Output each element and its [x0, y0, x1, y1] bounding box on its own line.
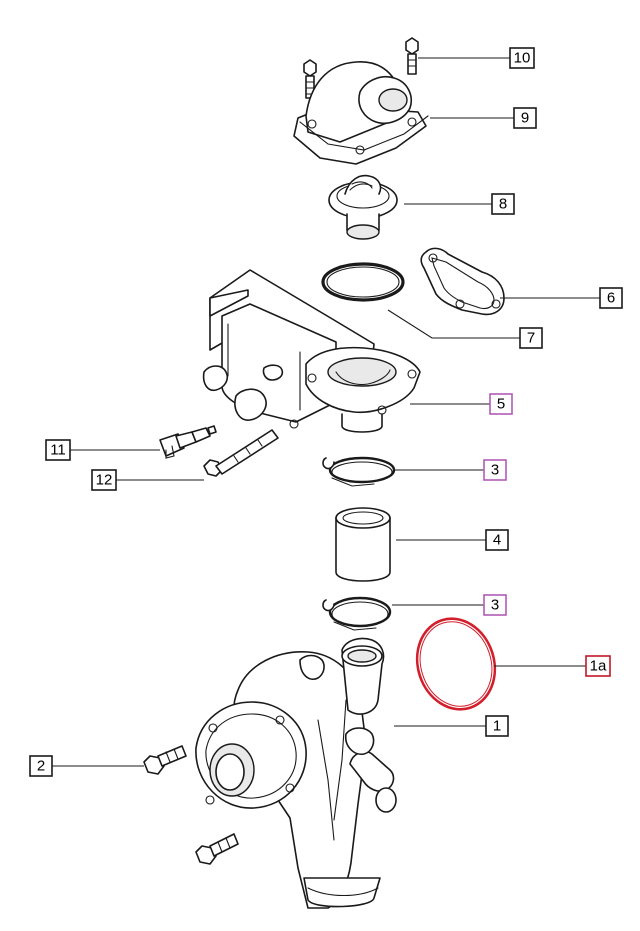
- coolant-housing-part[interactable]: [202, 269, 421, 433]
- callout-2[interactable]: 2: [29, 755, 53, 777]
- callout-3-upper[interactable]: 3: [483, 459, 507, 481]
- callout-12-label: 12: [96, 472, 113, 489]
- coolant-tube-part[interactable]: [335, 507, 391, 582]
- hose-clamp-lower-part[interactable]: [322, 596, 392, 631]
- callout-8-label: 8: [499, 196, 507, 213]
- pump-bolt-lower-part[interactable]: [195, 833, 239, 865]
- callout-11-label: 11: [50, 442, 66, 459]
- callout-2-label: 2: [37, 758, 45, 775]
- housing-o-ring-part[interactable]: [321, 262, 405, 302]
- bolt-top-right-part[interactable]: [405, 37, 419, 75]
- callout-12[interactable]: 12: [91, 469, 117, 491]
- long-bolt-part[interactable]: [203, 429, 279, 477]
- callout-8[interactable]: 8: [491, 193, 515, 215]
- callout-3-lower[interactable]: 3: [483, 594, 507, 616]
- callout-4[interactable]: 4: [485, 529, 509, 551]
- callout-4-label: 4: [493, 532, 501, 549]
- water-pump-body-part[interactable]: [195, 637, 397, 909]
- callout-5-label: 5: [497, 396, 505, 413]
- callout-3-lower-label: 3: [491, 597, 499, 614]
- callout-1a-label: 1a: [590, 658, 607, 675]
- callout-7[interactable]: 7: [519, 327, 543, 349]
- callout-10[interactable]: 10: [509, 47, 535, 69]
- callout-3-upper-label: 3: [491, 462, 499, 479]
- callout-9-label: 9: [521, 110, 529, 127]
- callout-6-label: 6: [607, 290, 615, 307]
- thermostat-housing-cover-part[interactable]: [293, 61, 429, 165]
- callout-11[interactable]: 11: [45, 439, 71, 461]
- callout-6[interactable]: 6: [599, 287, 623, 309]
- callout-5[interactable]: 5: [489, 393, 513, 415]
- callout-9[interactable]: 9: [513, 107, 537, 129]
- pump-bolt-upper-part[interactable]: [143, 745, 187, 775]
- callout-1-label: 1: [493, 718, 501, 735]
- callout-10-label: 10: [514, 50, 531, 67]
- leader-lines: [52, 57, 600, 767]
- thermostat-part[interactable]: [328, 174, 398, 240]
- housing-gasket-part[interactable]: [420, 247, 505, 316]
- callout-1[interactable]: 1: [485, 715, 509, 737]
- temperature-sensor-part[interactable]: [159, 425, 217, 459]
- hose-clamp-upper-part[interactable]: [322, 456, 396, 487]
- callout-7-label: 7: [527, 330, 535, 347]
- pump-o-ring-highlighted-part[interactable]: [406, 609, 507, 720]
- callout-1a[interactable]: 1a: [585, 655, 611, 677]
